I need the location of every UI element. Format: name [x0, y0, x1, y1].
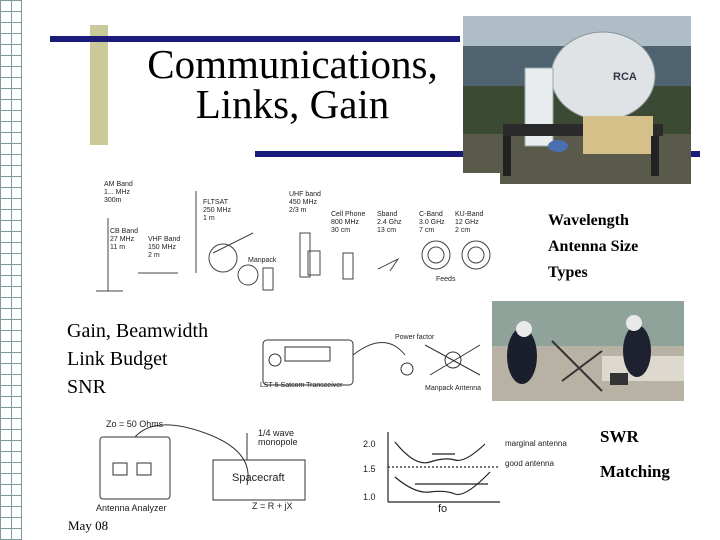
title-line-1: Communications,	[147, 41, 438, 87]
analyzer-diagram	[95, 415, 345, 515]
topic-types: Types	[548, 264, 588, 281]
monopole-label: 1/4 wave monopole	[258, 428, 298, 447]
band-cb-name: CB Band	[110, 228, 139, 235]
transceiver-diagram	[255, 325, 490, 400]
band-c-wave: 7 cm	[419, 227, 435, 234]
swr-xlabel: fo	[438, 503, 448, 515]
topic-link-budget: Link Budget	[67, 348, 168, 370]
matching-heading: Matching	[600, 462, 670, 481]
dish-photo-art: RCA	[463, 16, 691, 184]
band-am-freq: 1... MHz	[104, 189, 131, 196]
swr-tick-1-5: 1.5	[363, 464, 376, 474]
sailors-photo	[492, 301, 684, 401]
band-ku-name: KU-Band	[455, 211, 484, 218]
legend-marginal: marginal antenna	[505, 439, 567, 448]
band-c: C-Band 3.0 GHz 7 cm	[419, 211, 445, 235]
swr-tick-1: 1.0	[363, 492, 376, 502]
band-vhf-name: VHF Band	[148, 236, 181, 243]
topic-snr: SNR	[67, 376, 106, 398]
band-am-name: AM Band	[104, 181, 133, 188]
band-uhf-wave: 2/3 m	[289, 207, 307, 214]
slide-title: Communications, Links, Gain	[120, 41, 465, 127]
band-cb: CB Band 27 MHz 11 m	[110, 228, 138, 252]
band-uhf-name: UHF band	[289, 191, 321, 198]
band-cb-wave: 11 m	[110, 244, 126, 251]
legend-good: good antenna	[505, 459, 554, 468]
footer-date: May 08	[68, 518, 109, 533]
load-impedance-label: Z = R + jX	[252, 501, 293, 511]
band-uhf: UHF band 450 MHz 2/3 m	[289, 191, 321, 215]
band-diagram	[78, 173, 500, 298]
power-factor-label: Power factor	[395, 334, 435, 341]
band-ku: KU-Band 12 GHz 2 cm	[455, 211, 483, 235]
topic-gain-beamwidth: Gain, Beamwidth	[67, 320, 209, 342]
band-fltsat-wave: 1 m	[203, 215, 215, 222]
band-vhf: VHF Band 150 MHz 2 m	[148, 236, 180, 260]
spacecraft-label: Spacecraft	[232, 472, 285, 484]
title-accent-bar	[90, 25, 108, 145]
band-fltsat: FLTSAT 250 MHz 1 m	[203, 199, 231, 223]
band-vhf-freq: 150 MHz	[148, 244, 177, 251]
band-cell: Cell Phone 800 MHz 30 cm	[331, 211, 365, 235]
band-cb-freq: 27 MHz	[110, 236, 135, 243]
impedance-label: Zo = 50 Ohms	[106, 419, 164, 429]
manpack-antenna-caption: Manpack Antenna	[425, 385, 482, 392]
gain-topics: Gain, Beamwidth Link Budget SNR	[67, 317, 208, 401]
band-am: AM Band 1... MHz 300m	[104, 181, 133, 205]
topic-wavelength: Wavelength	[548, 212, 629, 229]
topic-antenna-size: Antenna Size	[548, 238, 639, 255]
band-note-feeds: Feeds	[436, 276, 456, 283]
band-s-name: Sband	[377, 211, 398, 218]
band-c-name: C-Band	[419, 211, 443, 218]
band-cell-wave: 30 cm	[331, 227, 351, 234]
band-am-wave: 300m	[104, 197, 122, 204]
graph-paper-strip	[0, 0, 22, 540]
swr-heading: SWR	[600, 427, 639, 446]
band-fltsat-name: FLTSAT	[203, 199, 229, 206]
band-note-manpack: Manpack	[248, 257, 277, 264]
band-cell-freq: 800 MHz	[331, 219, 360, 226]
dish-photo: RCA	[463, 16, 691, 184]
band-fltsat-freq: 250 MHz	[203, 207, 232, 214]
band-cell-name: Cell Phone	[331, 211, 366, 218]
band-ku-freq: 12 GHz	[455, 219, 479, 226]
band-s-freq: 2.4 Ghz	[377, 219, 402, 226]
band-uhf-freq: 450 MHz	[289, 199, 318, 206]
wavelength-topics: Wavelength Antenna Size Types	[548, 208, 638, 286]
dish-brand: RCA	[613, 71, 637, 83]
swr-chart	[360, 422, 595, 522]
transceiver-caption: LST-5 Satcom Transceiver	[260, 382, 343, 389]
band-c-freq: 3.0 GHz	[419, 219, 445, 226]
band-s-wave: 13 cm	[377, 227, 397, 234]
band-vhf-wave: 2 m	[148, 252, 160, 259]
title-line-2: Links, Gain	[195, 81, 390, 127]
title-top-rule	[50, 36, 460, 42]
band-s: Sband 2.4 Ghz 13 cm	[377, 211, 402, 235]
band-ku-wave: 2 cm	[455, 227, 471, 234]
analyzer-caption: Antenna Analyzer	[96, 503, 167, 513]
swr-tick-2: 2.0	[363, 439, 376, 449]
